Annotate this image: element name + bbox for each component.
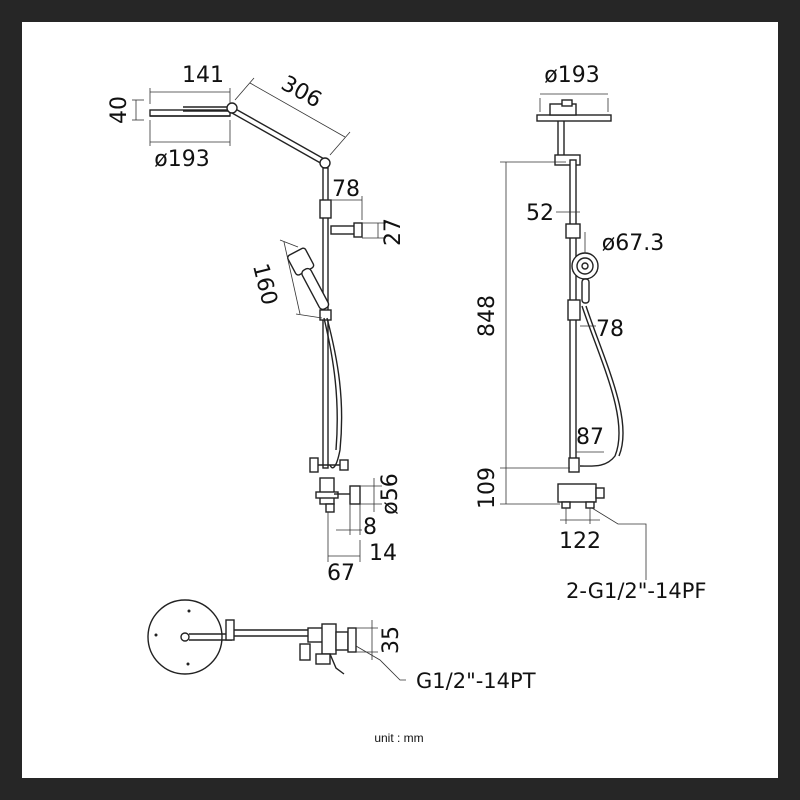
dim-14: 14 bbox=[369, 541, 397, 566]
wall-bracket bbox=[330, 225, 358, 235]
front-view: ø193 848 52 ø67.3 78 87 109 122 2-G1/2"-… bbox=[475, 63, 706, 603]
dim-head-diameter: ø193 bbox=[154, 147, 209, 172]
front-dim-mixer-offset: 87 bbox=[576, 425, 604, 450]
front-dim-inlet-spacing: 122 bbox=[559, 529, 601, 554]
front-hose bbox=[579, 305, 620, 467]
top-mixer bbox=[299, 623, 357, 675]
hand-shower bbox=[287, 247, 330, 311]
top-view: 35 G1/2"-14PT bbox=[147, 599, 536, 693]
unit-label: unit : mm bbox=[374, 731, 423, 745]
dim-head-width: 141 bbox=[182, 63, 224, 88]
dim-valve-diameter: ø56 bbox=[378, 473, 403, 514]
front-dim-handshower-diameter: ø67.3 bbox=[602, 231, 664, 256]
dim-holder-width: 78 bbox=[332, 177, 360, 202]
front-dim-head-diameter: ø193 bbox=[544, 63, 599, 88]
hose bbox=[326, 317, 343, 469]
top-dim-35: 35 bbox=[379, 626, 404, 654]
dim-arm-length: 306 bbox=[277, 71, 326, 113]
front-dim-holder-offset: 52 bbox=[526, 201, 554, 226]
front-dim-mixer-height: 109 bbox=[475, 467, 500, 509]
dim-8: 8 bbox=[363, 515, 377, 540]
front-inlet-thread: 2-G1/2"-14PF bbox=[566, 579, 706, 603]
dim-head-height: 40 bbox=[107, 96, 132, 124]
dim-handshower-length: 160 bbox=[247, 261, 281, 308]
mixer-body bbox=[319, 477, 335, 505]
front-mixer bbox=[557, 483, 597, 503]
dim-holder-height: 27 bbox=[381, 218, 406, 246]
arm-joint bbox=[226, 102, 238, 114]
front-shower-head bbox=[536, 114, 612, 122]
dim-67: 67 bbox=[327, 561, 355, 586]
valve-escutcheon bbox=[349, 485, 361, 505]
top-outlet-thread: G1/2"-14PT bbox=[416, 669, 536, 693]
drawing-frame bbox=[22, 22, 778, 778]
front-dim-slider-width: 78 bbox=[596, 317, 624, 342]
side-view: 141 40 306 ø193 78 27 160 ø56 8 bbox=[107, 63, 406, 586]
front-dim-rail-height: 848 bbox=[475, 295, 500, 337]
